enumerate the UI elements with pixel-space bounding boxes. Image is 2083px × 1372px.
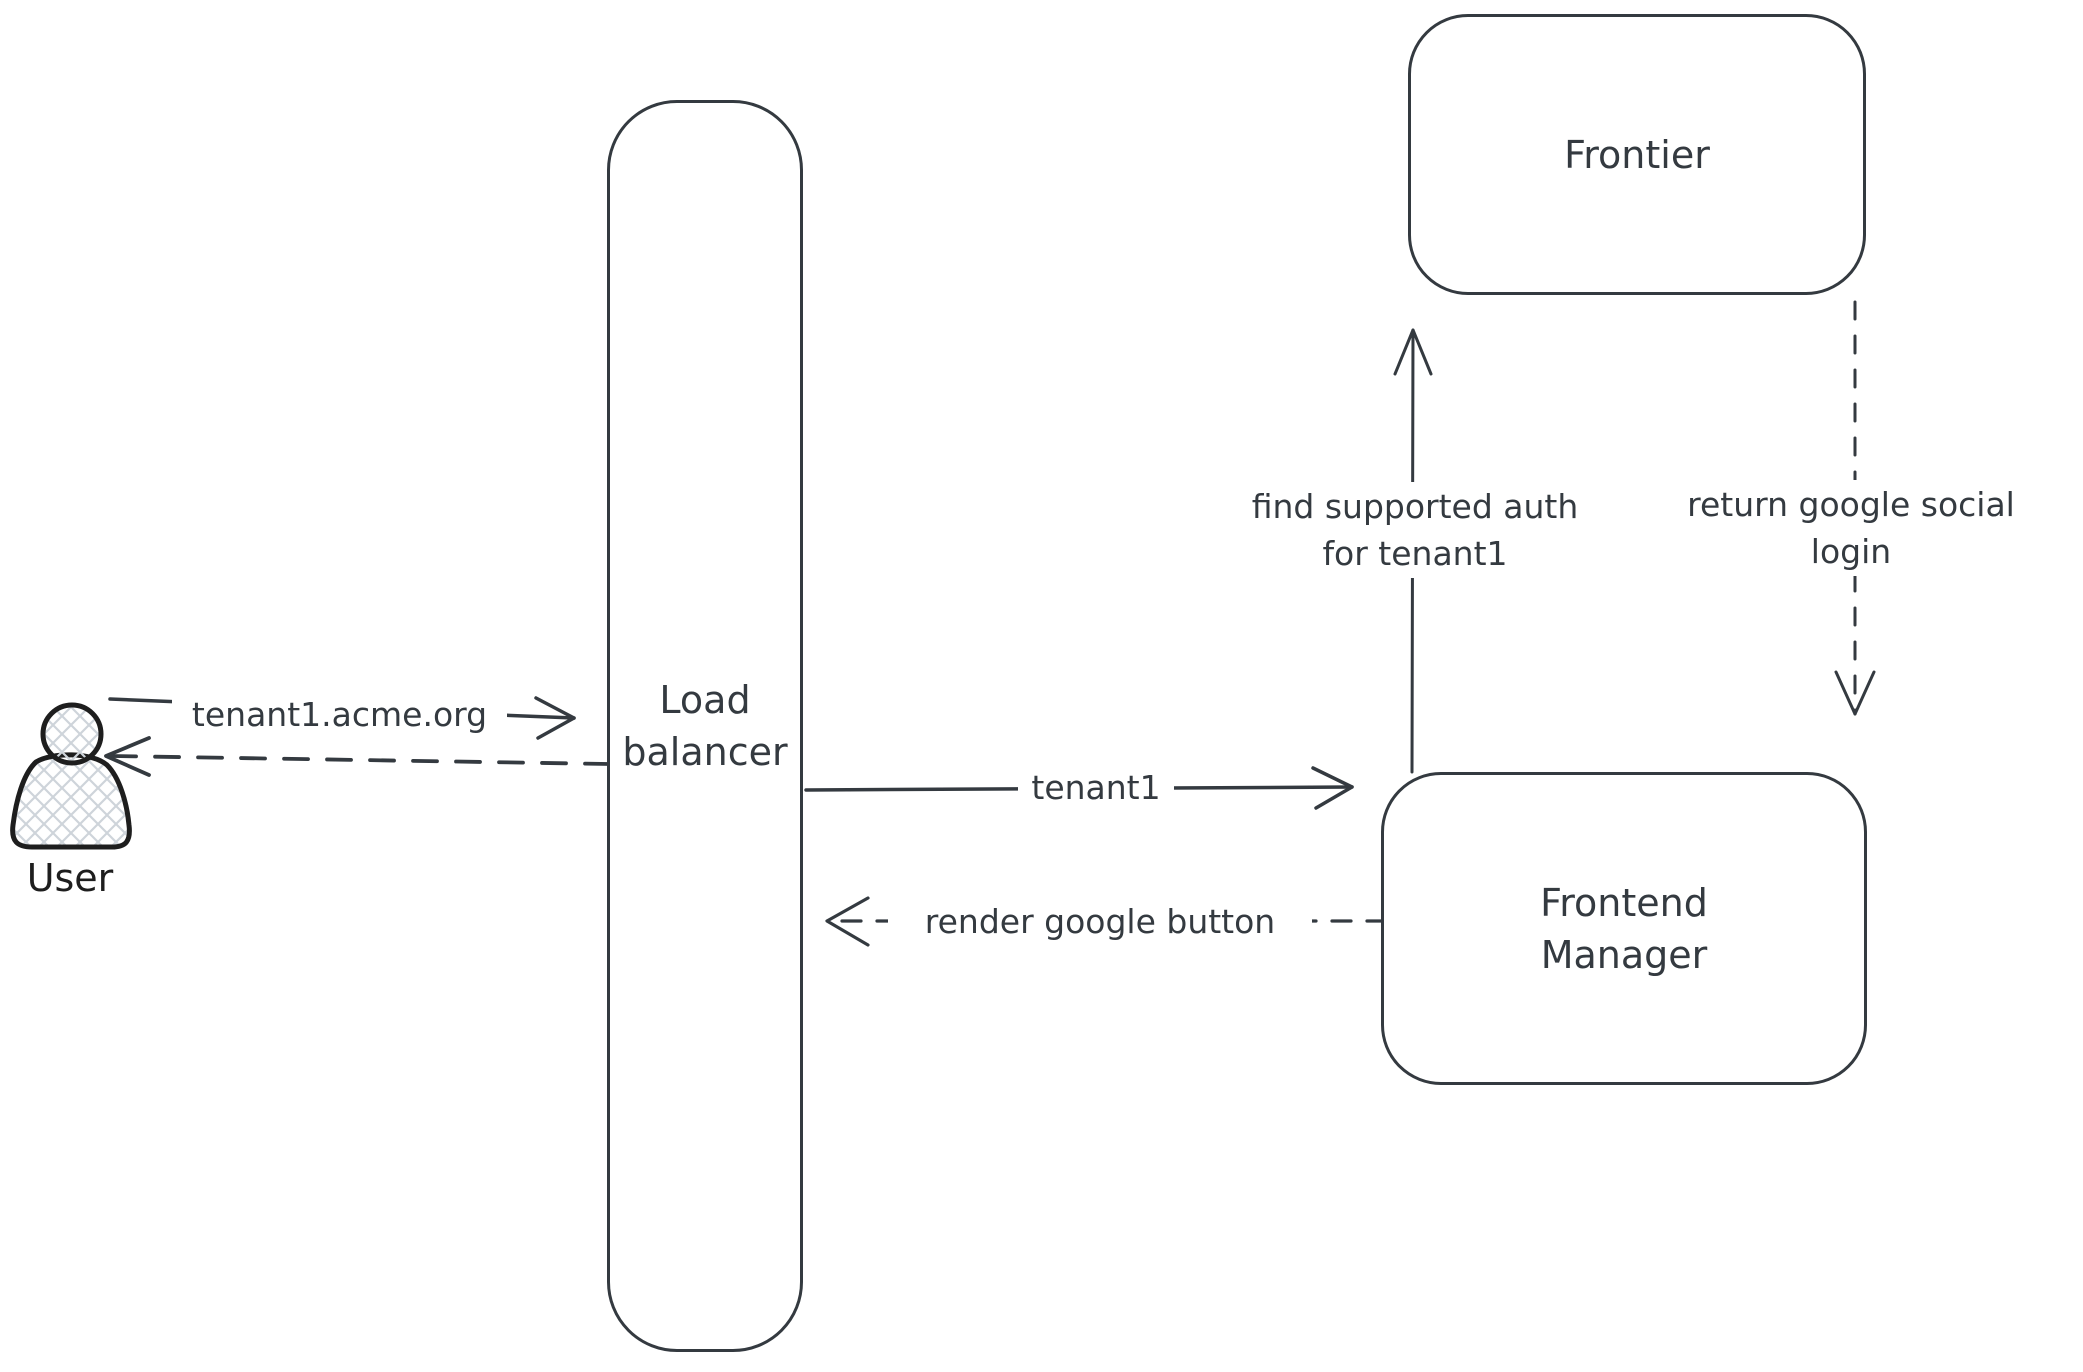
arrow-label-return-google-social: return google social login	[1653, 480, 2049, 576]
arrow-label-tenant1: tenant1	[1018, 762, 1174, 812]
arrow-label-tenant1-acme-org: tenant1.acme.org	[172, 688, 507, 740]
user-figure: User	[5, 696, 145, 906]
user-label: User	[26, 856, 114, 900]
arrow-label-find-supported-auth: find supported auth for tenant1	[1213, 482, 1617, 578]
node-load-balancer-label: Load balancer	[622, 678, 788, 774]
node-frontier: Frontier	[1408, 14, 1866, 295]
node-frontend-manager-label: Frontend Manager	[1540, 880, 1708, 977]
arrow-load-balancer-to-user	[104, 736, 611, 777]
user-icon	[10, 702, 132, 850]
node-load-balancer: Load balancer	[607, 100, 803, 1352]
arrow-label-render-google-button: render google button	[888, 894, 1312, 948]
node-frontend-manager: Frontend Manager	[1381, 772, 1867, 1085]
node-frontier-label: Frontier	[1564, 132, 1710, 177]
